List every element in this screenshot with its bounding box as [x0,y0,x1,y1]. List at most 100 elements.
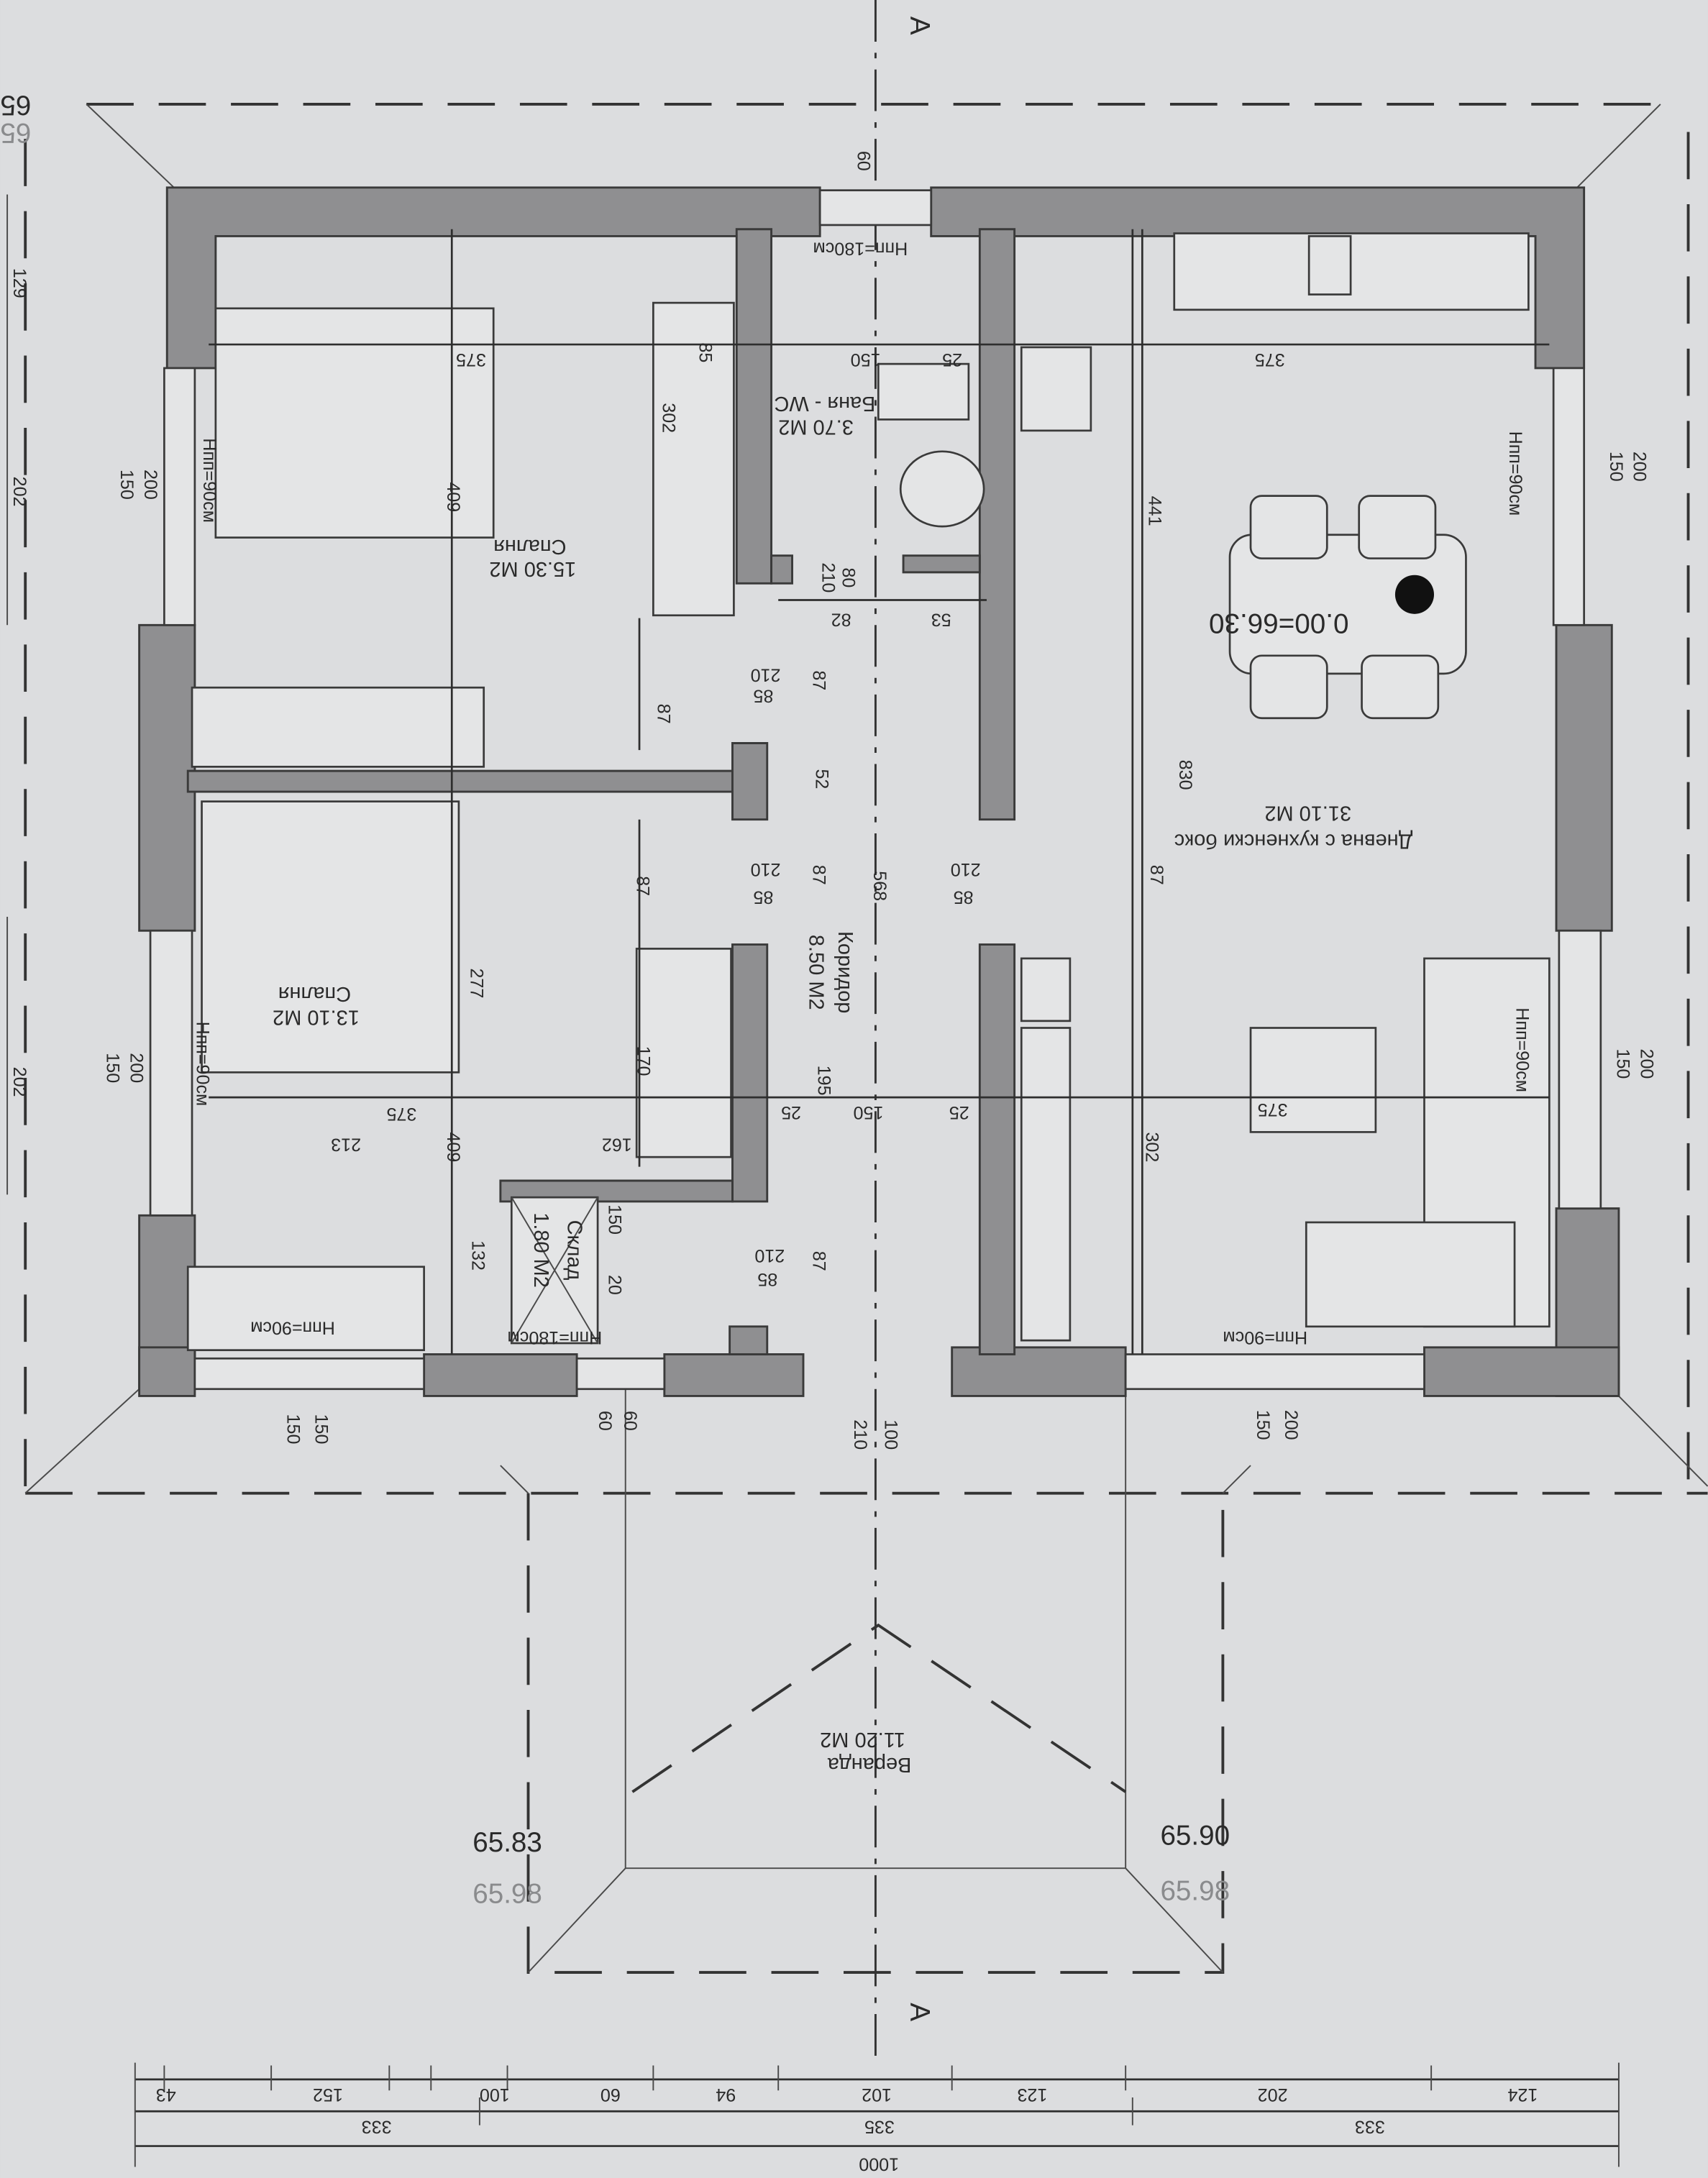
dimension-label: 210 [751,665,781,685]
corner-levels: 65 65 65.83 65.98 65.90 65.98 [0,89,1230,1909]
dimension-label: 441 [1144,496,1164,526]
dimension-label: 210 [951,859,981,879]
wardrobe-2 [652,301,735,617]
room-name-veranda: Веранда [827,1753,912,1776]
section-mark-a-bottom: A [904,2003,935,2021]
dimension-label: 200 [1281,1410,1301,1440]
dimension-label: 100 [480,2085,510,2105]
toilet [877,362,970,421]
dimension-label: 25 [942,349,962,370]
dimension-labels: 375 375 375 375 409 409 302 302 441 830 … [9,151,1656,1450]
dimension-label: 150 [1253,1410,1273,1440]
dimension-label: 213 [331,1134,361,1154]
dimension-label: 87 [653,704,673,724]
room-name-living: Дневна с кухненски бокс [1174,829,1412,852]
dimension-label: 85 [753,686,773,706]
dimension-label: 102 [862,2085,892,2105]
sill-note: Нпп=90см [1505,431,1525,516]
dimension-label: 152 [313,2085,343,2105]
dimension-label: 335 [864,2116,895,2136]
level-label: 65.83 [472,1827,542,1858]
dimension-label: 82 [831,609,851,629]
dining-table [1228,534,1467,675]
dimension-label: 25 [781,1102,801,1122]
dimension-label: 375 [456,349,486,370]
sill-note: Нпп=180см [508,1327,603,1347]
dimension-label: 43 [156,2085,176,2105]
dimension-label: 60 [620,1411,640,1431]
chair [1249,495,1328,559]
dimension-label: 60 [595,1411,615,1431]
dimension-label: 210 [754,1245,785,1266]
dimension-label: 150 [103,1053,123,1083]
coffee-table [1249,1027,1377,1133]
dimension-label: 87 [632,876,652,896]
washing-machine [1020,957,1072,1022]
dimension-label: 200 [140,470,160,500]
stove [1307,235,1352,296]
dimension-label: 80 [838,567,858,587]
dimension-label: 25 [949,1102,969,1122]
dimension-label: 568 [869,871,890,901]
dimension-label: 170 [634,1046,654,1076]
sill-note: Нпп=90см [1512,1007,1533,1092]
kitchen-sink [1020,346,1092,432]
dimension-label: 124 [1507,2085,1538,2105]
dimension-label: 150 [283,1414,303,1445]
dimension-label: 210 [751,859,781,879]
room-area-storage: 1.80 М2 [529,1212,552,1288]
windows [149,189,1602,1391]
dimension-label: 87 [809,670,829,690]
dimension-label: 150 [311,1414,331,1445]
dimension-label: 52 [812,769,832,789]
sofa-section [1305,1221,1516,1328]
level-label: 65 [0,89,31,120]
room-name-corridor: Коридор [834,931,857,1013]
dimension-lines [6,194,1620,2167]
dimension-label: 129 [9,268,29,298]
sill-note: Нпп=90см [1223,1327,1307,1347]
dimension-label: 333 [1355,2116,1385,2136]
level-label: 65.98 [472,1879,542,1910]
elevation-label: 0.00=66.30 [1209,608,1348,639]
dimension-label: 150 [1612,1049,1632,1079]
bed-1 [214,307,495,539]
room-name-bathroom: Баня - WC [774,392,875,415]
sill-note: Нпп=180см [813,239,908,259]
level-label: 65.98 [1160,1876,1230,1907]
dimension-label: 202 [9,477,29,507]
dimension-label: 85 [695,342,715,362]
walls [138,186,1620,1397]
room-area-bathroom: 3.70 М2 [778,416,854,439]
dimension-label: 277 [467,968,487,998]
dimension-label: 409 [443,482,463,512]
sill-height-notes: Нпп=180см Нпп=180см Нпп=90см Нпп=90см Нп… [192,239,1532,1347]
dimension-label: 202 [9,1067,29,1097]
elevation-marker-icon [1394,575,1435,614]
wardrobe-1 [191,686,485,768]
chair [1361,654,1440,720]
dimension-label: 53 [931,609,951,629]
dimension-label: 132 [468,1240,488,1271]
room-area-bedroom-1: 15.30 М2 [489,557,576,580]
room-area-living: 31.10 М2 [1264,802,1351,825]
section-mark-a-top: A [904,17,935,35]
dimension-label: 162 [602,1134,632,1154]
dimension-label: 210 [850,1419,870,1450]
dimension-label: 1000 [859,2154,899,2174]
room-name-storage: Склад [562,1220,585,1281]
dimension-label: 85 [753,887,773,907]
dimension-label: 830 [1175,760,1195,790]
sill-note: Нпп=90см [250,1317,335,1337]
chair [1249,654,1328,720]
dimension-label: 333 [362,2116,392,2136]
sink [899,450,985,528]
dimension-label: 150 [851,349,881,370]
dimension-label: 302 [1142,1132,1162,1162]
dimension-label: 20 [604,1275,624,1295]
dimension-label: 87 [1146,865,1166,885]
dimension-label: 195 [814,1066,834,1096]
dimension-label: 87 [809,1251,829,1271]
level-label: 65.90 [1160,1820,1230,1851]
dimension-label: 409 [443,1132,463,1162]
